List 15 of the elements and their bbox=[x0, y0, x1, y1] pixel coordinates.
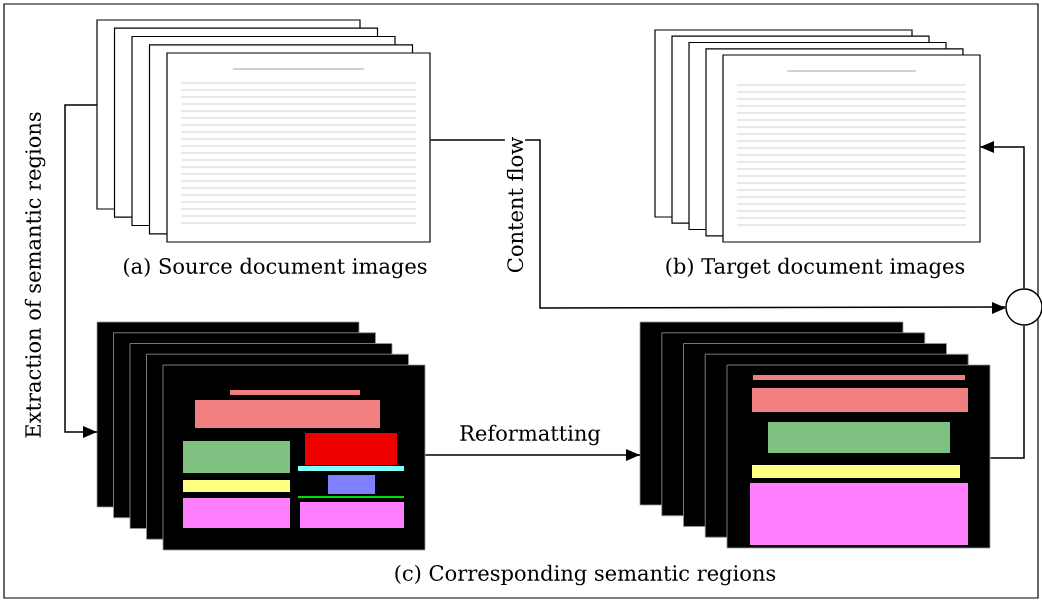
junction-circle bbox=[1005, 288, 1042, 326]
edge-label: Extraction of semantic regions bbox=[22, 109, 48, 441]
arrow bbox=[64, 104, 98, 438]
arrow bbox=[979, 141, 1025, 289]
document-stack-drawing bbox=[654, 29, 981, 243]
edge-label: Reformatting bbox=[457, 422, 603, 448]
document-stack-drawing bbox=[96, 19, 431, 243]
region-map-stack-drawing bbox=[639, 321, 991, 549]
region-map-stack-drawing bbox=[96, 321, 426, 551]
stack-label: (b) Target document images bbox=[666, 257, 965, 279]
edge-label: Content flow bbox=[504, 134, 526, 276]
arrow bbox=[424, 449, 641, 461]
stack-label: (a) Source document images bbox=[124, 257, 427, 279]
arrow bbox=[429, 139, 1006, 314]
caption: (c) Corresponding semantic regions bbox=[395, 564, 776, 586]
